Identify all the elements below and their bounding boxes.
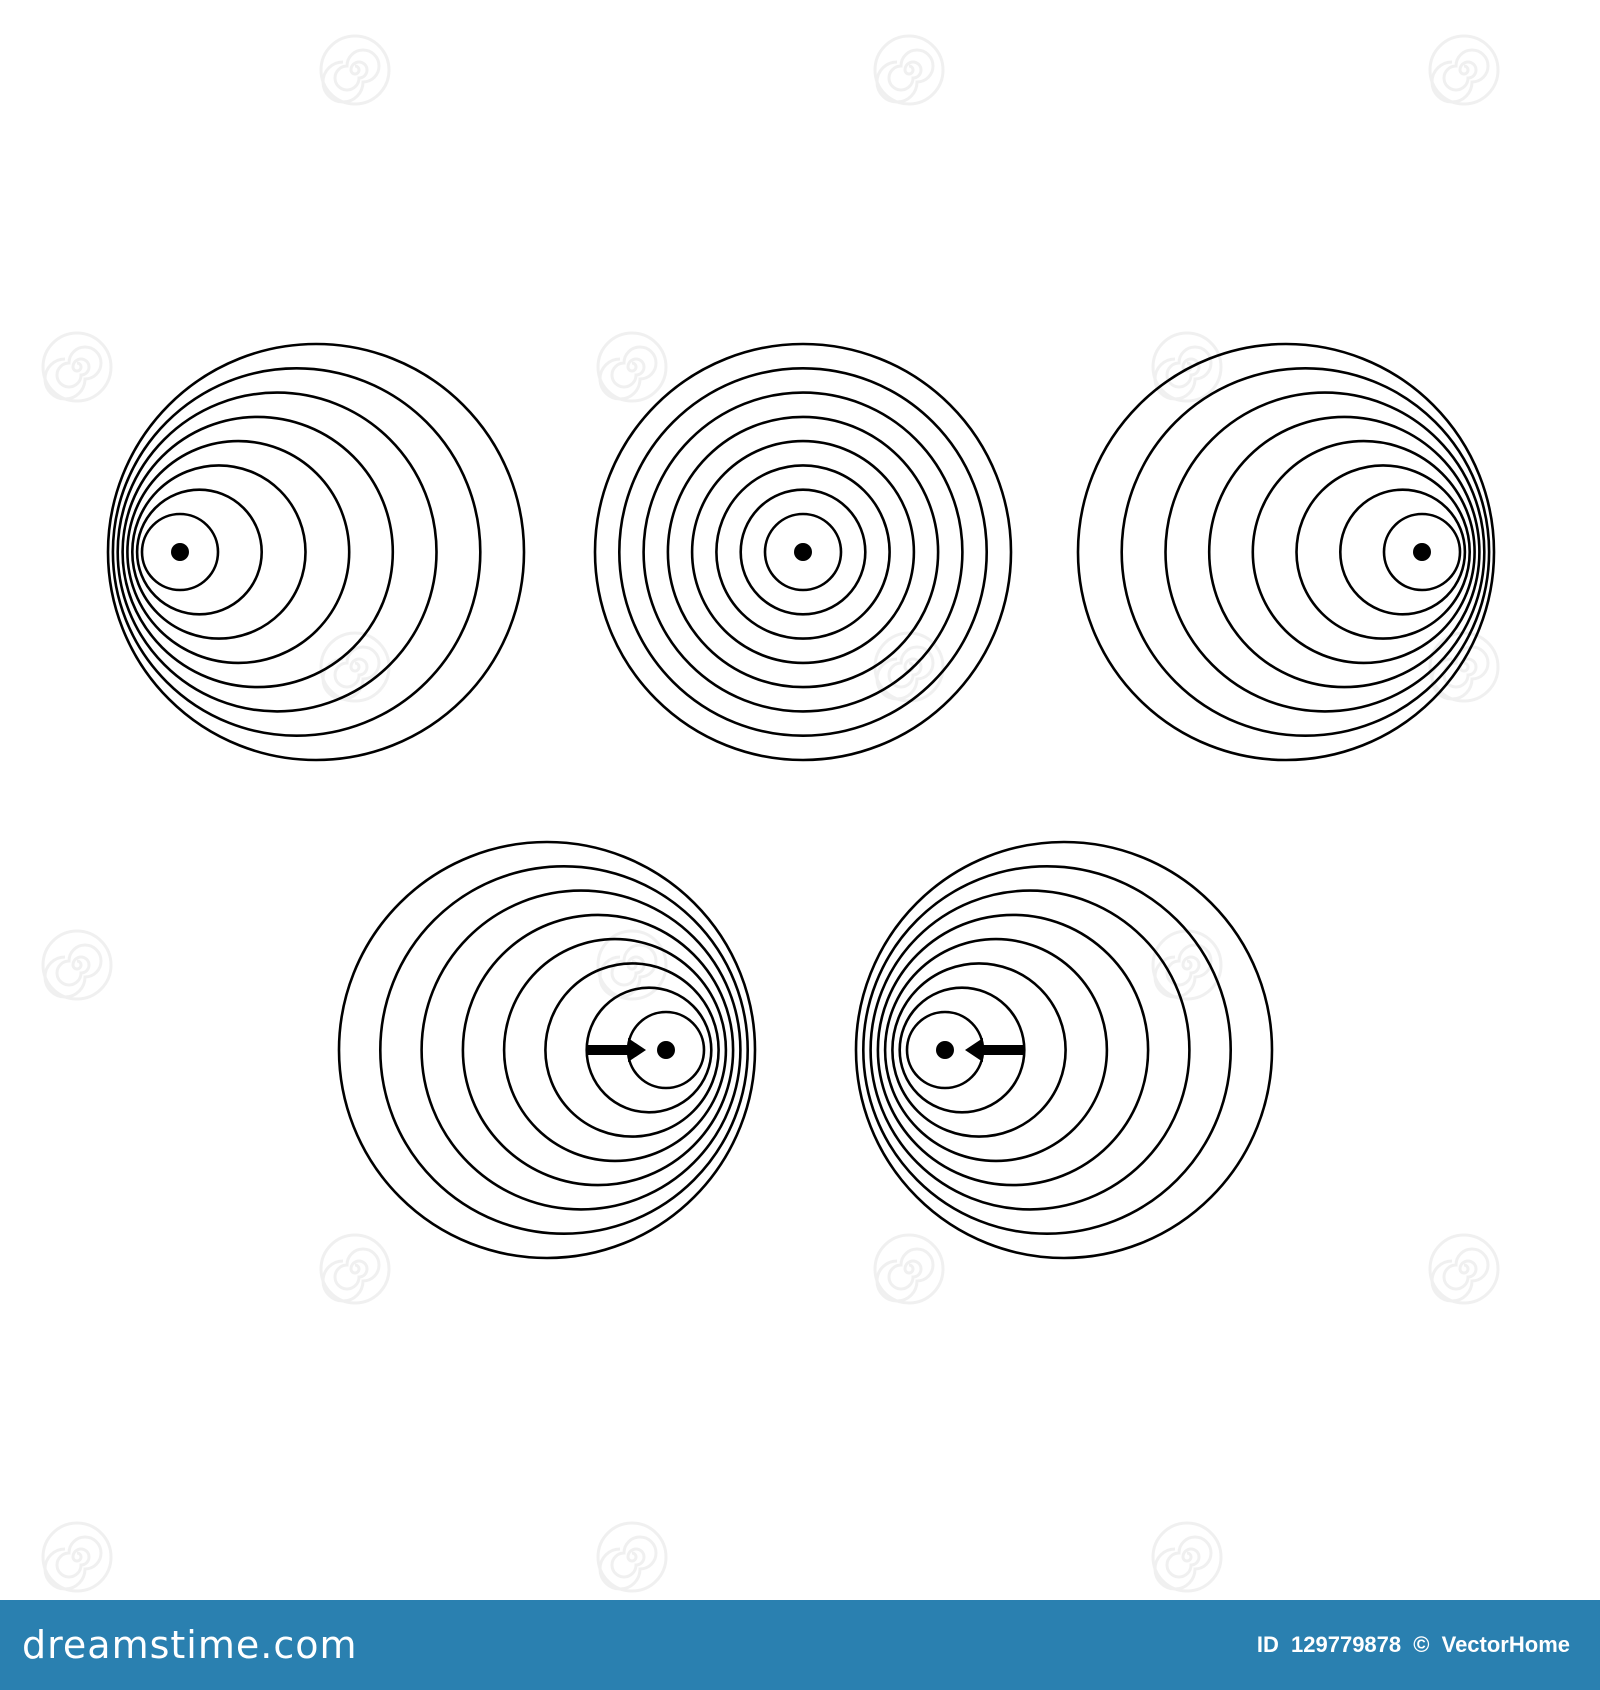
footer-bar: dreamstime.com ID 129779878 © VectorHome: [0, 1600, 1600, 1690]
ring-figure-source-stationary: [593, 342, 1013, 762]
wavefront-ring: [1207, 415, 1481, 689]
source-dot: [936, 1041, 954, 1059]
wavefront-ring: [1120, 366, 1491, 737]
wavefront-ring: [1338, 488, 1467, 616]
watermark-spiral-icon: [318, 1232, 392, 1306]
direction-arrow-icon: [965, 1038, 1025, 1062]
wavefront-ring: [690, 439, 916, 665]
source-dot: [171, 543, 189, 561]
watermark-spiral-icon: [40, 330, 114, 404]
watermark-spiral-icon: [595, 330, 669, 404]
id-label: ID: [1256, 1632, 1279, 1657]
wavefront-ring: [1382, 512, 1462, 592]
wavefront-ring: [883, 937, 1109, 1163]
wavefront-ring: [1295, 464, 1471, 640]
watermark-spiral-icon: [1427, 1232, 1501, 1306]
ring-figure-source-moving-right-with-arrow: [337, 840, 757, 1260]
wavefront-ring: [337, 840, 757, 1260]
watermark-spiral-icon: [1427, 33, 1501, 107]
wavefront-ring: [130, 464, 307, 640]
wavefront-ring: [666, 415, 940, 689]
wavefront-ring: [111, 366, 482, 737]
wavefront-ring: [854, 840, 1274, 1260]
watermark-spiral-icon: [40, 1520, 114, 1594]
wavefront-ring: [739, 488, 867, 616]
wavefront-ring: [544, 962, 720, 1138]
watermark-spiral-icon: [595, 1520, 669, 1594]
wavefront-ring: [891, 962, 1067, 1138]
source-dot: [657, 1041, 675, 1059]
wavefront-ring: [715, 464, 891, 640]
watermark-spiral-icon: [40, 928, 114, 1002]
wavefront-ring: [869, 889, 1191, 1211]
wavefront-ring: [617, 366, 988, 737]
wavefront-ring: [1251, 439, 1476, 665]
wavefront-ring: [126, 439, 351, 665]
wavefront-ring: [1164, 391, 1486, 713]
wavefront-ring: [140, 512, 220, 592]
footer-credit: ID 129779878 © VectorHome: [1251, 1600, 1570, 1690]
id-value: 129779878: [1291, 1632, 1402, 1657]
source-dot: [1413, 543, 1431, 561]
wavefront-ring: [378, 864, 749, 1235]
copyright-symbol: ©: [1413, 1632, 1430, 1657]
wavefront-ring: [121, 415, 395, 689]
wavefront-ring: [1076, 342, 1496, 762]
watermark-spiral-icon: [872, 33, 946, 107]
author-name: VectorHome: [1441, 1632, 1570, 1657]
wavefront-ring: [763, 512, 843, 592]
source-dot: [794, 543, 812, 561]
watermark-spiral-icon: [1150, 330, 1224, 404]
watermark-spiral-icon: [1150, 1520, 1224, 1594]
direction-arrow-icon: [586, 1038, 646, 1062]
wavefront-ring: [642, 391, 964, 713]
wavefront-ring: [593, 342, 1013, 762]
doppler-effect-diagram: [106, 342, 1496, 1260]
wavefront-ring: [461, 913, 735, 1187]
footer-logo: dreamstime.com: [22, 1623, 358, 1667]
watermark-spiral-icon: [318, 33, 392, 107]
wavefront-ring: [116, 391, 438, 713]
wavefront-ring: [135, 488, 263, 616]
wavefront-ring: [876, 913, 1150, 1187]
ring-figure-source-moving-right: [1076, 342, 1496, 762]
wavefront-ring: [420, 889, 742, 1211]
ring-figure-source-moving-left-with-arrow: [854, 840, 1274, 1260]
ring-figure-source-moving-left: [106, 342, 526, 762]
watermark-spiral-icon: [872, 1232, 946, 1306]
wavefront-ring: [861, 864, 1232, 1235]
wavefront-ring: [106, 342, 526, 762]
wavefront-ring: [502, 937, 728, 1163]
